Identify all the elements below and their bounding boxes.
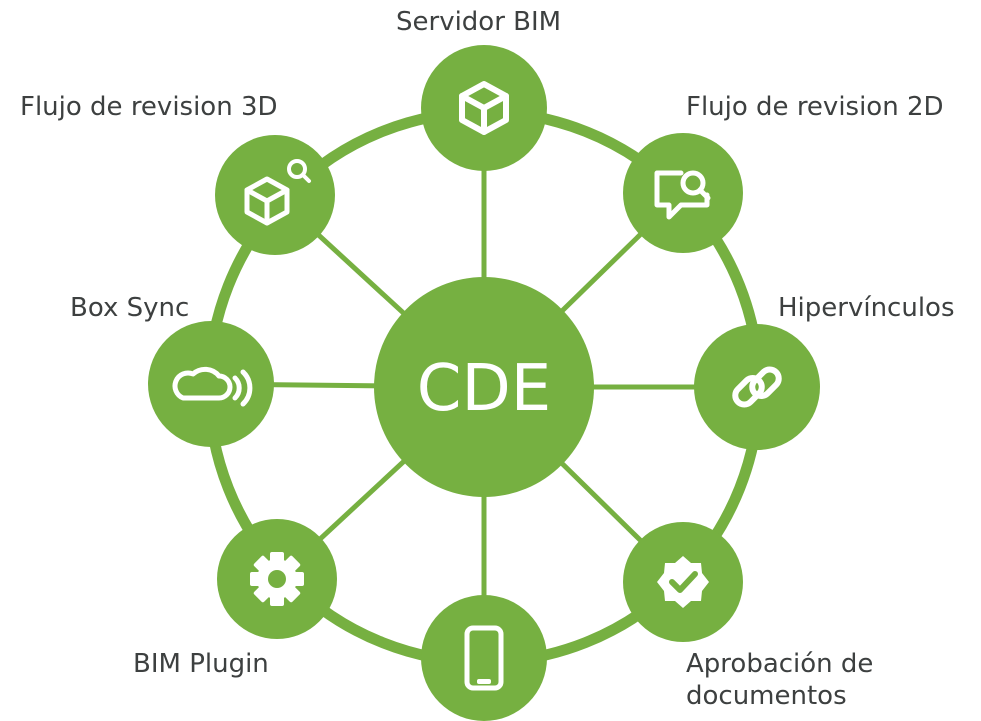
label-doc-approval-line1: Aprobación de [686,649,874,679]
label-doc-approval: Aprobación de documentos [686,648,873,712]
node-review-2d [623,133,743,253]
cube-search-icon [244,159,311,226]
node-bim-server [421,45,547,171]
node-mobile [421,595,547,721]
node-review-3d [215,135,335,255]
node-doc-approval [623,522,743,642]
label-box-sync: Box Sync [70,293,190,323]
label-review-2d: Flujo de revision 2D [686,92,944,122]
node-box-sync [148,321,274,447]
label-hyperlinks: Hipervínculos [778,293,955,323]
center-node [374,277,594,497]
smartphone-icon [464,625,504,691]
cloud-sync-icon [172,366,253,407]
label-bim-server: Servidor BIM [396,7,562,37]
link-icon [732,366,782,408]
node-hyperlinks [694,324,820,450]
badge-check-icon [657,556,709,608]
label-doc-approval-line2: documentos [686,681,847,711]
node-bim-plugin [217,519,337,639]
label-review-3d: Flujo de revision 3D [20,92,278,122]
center-label: CDE [417,352,551,426]
cube-icon [459,81,509,135]
gear-icon [250,552,304,606]
comment-search-icon [654,170,711,220]
label-bim-plugin: BIM Plugin [133,649,269,679]
